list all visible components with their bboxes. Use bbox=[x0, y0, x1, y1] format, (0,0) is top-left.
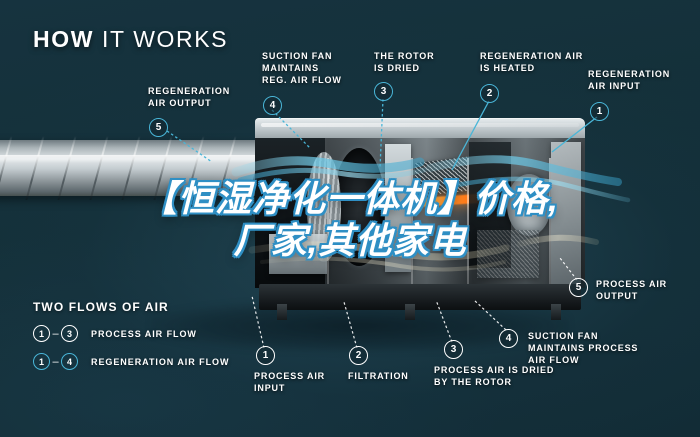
unit-leg bbox=[551, 304, 561, 320]
callout-rotor-is-dried: THE ROTOR IS DRIED bbox=[374, 51, 435, 74]
marker-label: 2 bbox=[355, 350, 362, 361]
legend-dash: – bbox=[52, 355, 59, 368]
callout-regeneration-air-output: REGENERATION AIR OUTPUT bbox=[148, 86, 231, 109]
marker-label: 5 bbox=[155, 122, 162, 133]
legend-circle-label: 4 bbox=[66, 356, 72, 367]
frame-edge bbox=[549, 158, 551, 288]
legend-row-process: 1 – 3 PROCESS AIR FLOW bbox=[33, 325, 229, 342]
legend-circle-from: 1 bbox=[33, 325, 50, 342]
callout-suction-fan-process: SUCTION FAN MAINTAINS PROCESS AIR FLOW bbox=[528, 331, 639, 366]
callout-regeneration-air-input: REGENERATION AIR INPUT bbox=[588, 69, 671, 92]
marker-1-process-input[interactable]: 1 bbox=[256, 346, 275, 365]
unit-leg bbox=[277, 304, 287, 320]
legend-circle-from: 1 bbox=[33, 353, 50, 370]
callout-suction-fan-reg: SUCTION FAN MAINTAINS REG. AIR FLOW bbox=[262, 51, 342, 86]
callout-regeneration-air-heated: REGENERATION AIR IS HEATED bbox=[480, 51, 584, 74]
watermark-text: 【恒湿净化一体机】价格, 厂家,其他家电 bbox=[140, 178, 559, 262]
unit-leg bbox=[405, 304, 415, 320]
marker-5-regeneration-output[interactable]: 5 bbox=[149, 118, 168, 137]
marker-label: 4 bbox=[505, 333, 512, 344]
marker-label: 4 bbox=[269, 100, 276, 111]
legend-circle-label: 1 bbox=[38, 328, 44, 339]
marker-1-regeneration-input[interactable]: 1 bbox=[590, 102, 609, 121]
unit-base bbox=[259, 284, 581, 310]
title-strong: HOW bbox=[33, 26, 95, 52]
legend-label-process-air-flow: PROCESS AIR FLOW bbox=[91, 328, 197, 339]
marker-label: 5 bbox=[575, 282, 582, 293]
title-light: IT WORKS bbox=[102, 26, 229, 52]
legend-label-regeneration-air-flow: REGENERATION AIR FLOW bbox=[91, 356, 230, 367]
callout-process-air-output: PROCESS AIR OUTPUT bbox=[596, 279, 668, 302]
legend-circle-label: 1 bbox=[38, 356, 44, 367]
marker-4-process-fan[interactable]: 4 bbox=[499, 329, 518, 348]
marker-label: 3 bbox=[380, 86, 387, 97]
marker-label: 2 bbox=[486, 88, 493, 99]
frame-edge bbox=[467, 158, 469, 288]
marker-3-process-dried[interactable]: 3 bbox=[444, 340, 463, 359]
legend: TWO FLOWS OF AIR 1 – 3 PROCESS AIR FLOW … bbox=[33, 300, 229, 381]
callout-process-air-dried: PROCESS AIR IS DRIED BY THE ROTOR bbox=[434, 365, 555, 388]
marker-2-filtration[interactable]: 2 bbox=[349, 346, 368, 365]
spiral-duct bbox=[0, 136, 276, 200]
marker-2-air-heated[interactable]: 2 bbox=[480, 84, 499, 103]
marker-3-rotor-dried[interactable]: 3 bbox=[374, 82, 393, 101]
marker-label: 1 bbox=[596, 106, 603, 117]
frame-edge bbox=[327, 158, 329, 288]
legend-title: TWO FLOWS OF AIR bbox=[33, 300, 169, 314]
marker-4-regeneration-fan[interactable]: 4 bbox=[263, 96, 282, 115]
marker-label: 3 bbox=[450, 344, 457, 355]
legend-dash: – bbox=[52, 327, 59, 340]
callout-filtration: FILTRATION bbox=[348, 371, 409, 381]
legend-circle-label: 3 bbox=[66, 328, 72, 339]
marker-label: 1 bbox=[262, 350, 269, 361]
legend-row-regeneration: 1 – 4 REGENERATION AIR FLOW bbox=[33, 353, 229, 370]
duct-highlight bbox=[0, 154, 276, 163]
page-title: HOW IT WORKS bbox=[33, 26, 228, 53]
legend-circle-to: 4 bbox=[61, 353, 78, 370]
unit-top-cover bbox=[255, 118, 585, 140]
frame-edge bbox=[411, 158, 413, 288]
marker-5-process-output[interactable]: 5 bbox=[569, 278, 588, 297]
callout-process-air-input: PROCESS AIR INPUT bbox=[254, 371, 326, 394]
legend-circle-to: 3 bbox=[61, 325, 78, 342]
